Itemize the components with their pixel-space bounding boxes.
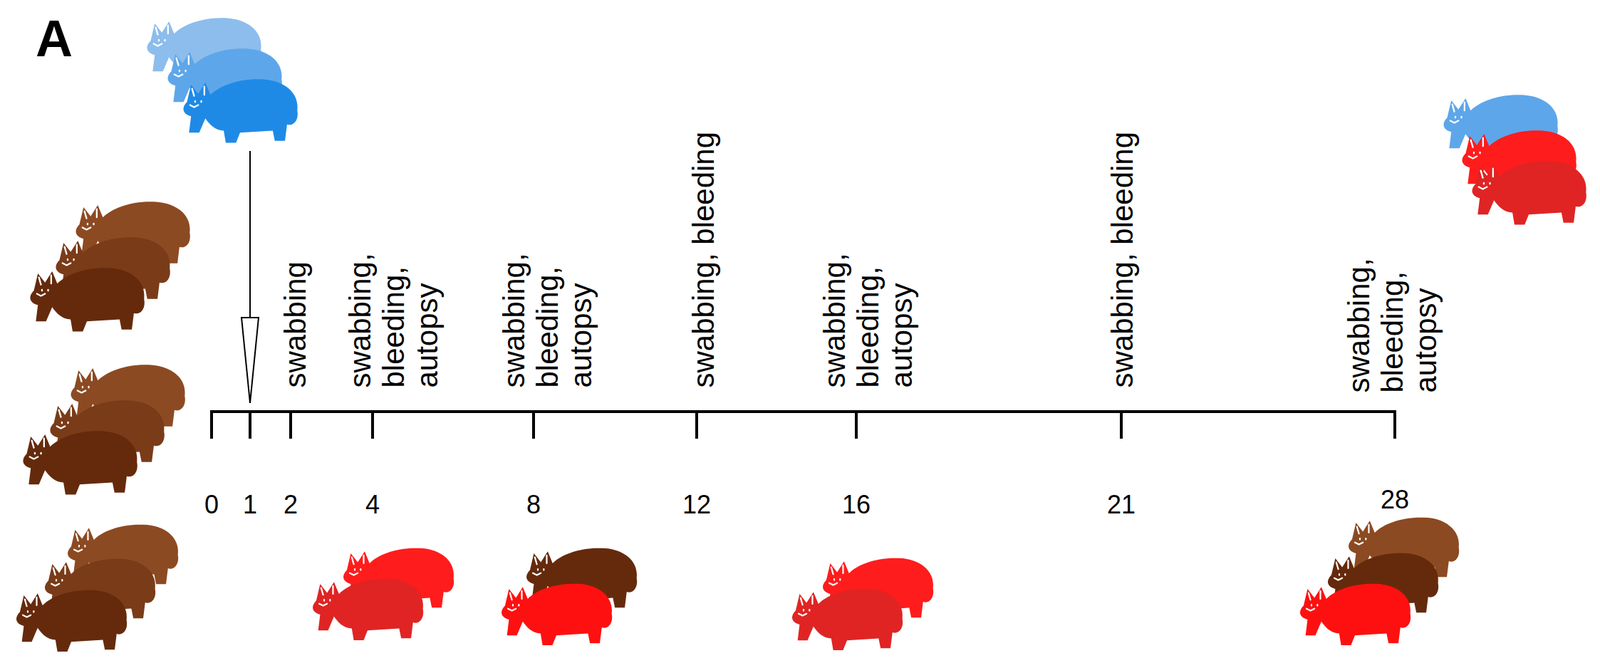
- day-number: 21: [1107, 490, 1136, 520]
- animal: [1300, 584, 1411, 646]
- arrow-head: [241, 317, 259, 404]
- day-number: 4: [365, 490, 380, 520]
- day-number: 1: [242, 490, 258, 520]
- animal: [1471, 160, 1586, 225]
- timepoint-procedure: swabbing, bleeding: [686, 351, 721, 388]
- animal: [501, 584, 612, 646]
- animal: [29, 267, 144, 332]
- timepoint-procedure: swabbing, bleeding: [1105, 351, 1140, 388]
- animal: [183, 79, 298, 143]
- day-number: 16: [842, 490, 871, 520]
- day-number: 0: [204, 490, 219, 520]
- timepoint-procedure: swabbing, bleeding, autopsy: [817, 360, 919, 388]
- day-number: 12: [682, 490, 711, 520]
- timeline-ticks: [211, 410, 1395, 439]
- panel-letter: A: [35, 9, 73, 68]
- animal: [16, 590, 127, 652]
- timepoint-procedure: swabbing, bleeding, autopsy: [1342, 365, 1443, 393]
- timepoint-procedure: swabbing, bleeding, autopsy: [497, 360, 598, 388]
- day-number: 2: [283, 490, 298, 520]
- animal: [792, 589, 903, 651]
- day-number: 28: [1380, 485, 1410, 515]
- animal: [312, 579, 424, 641]
- animal: [22, 430, 137, 495]
- timeline-axis: [210, 410, 1397, 414]
- day-number: 8: [526, 490, 541, 520]
- timepoint-procedure: swabbing: [278, 351, 313, 388]
- arrow-shaft: [249, 151, 251, 318]
- timepoint-procedure: swabbing, bleeding, autopsy: [343, 360, 444, 388]
